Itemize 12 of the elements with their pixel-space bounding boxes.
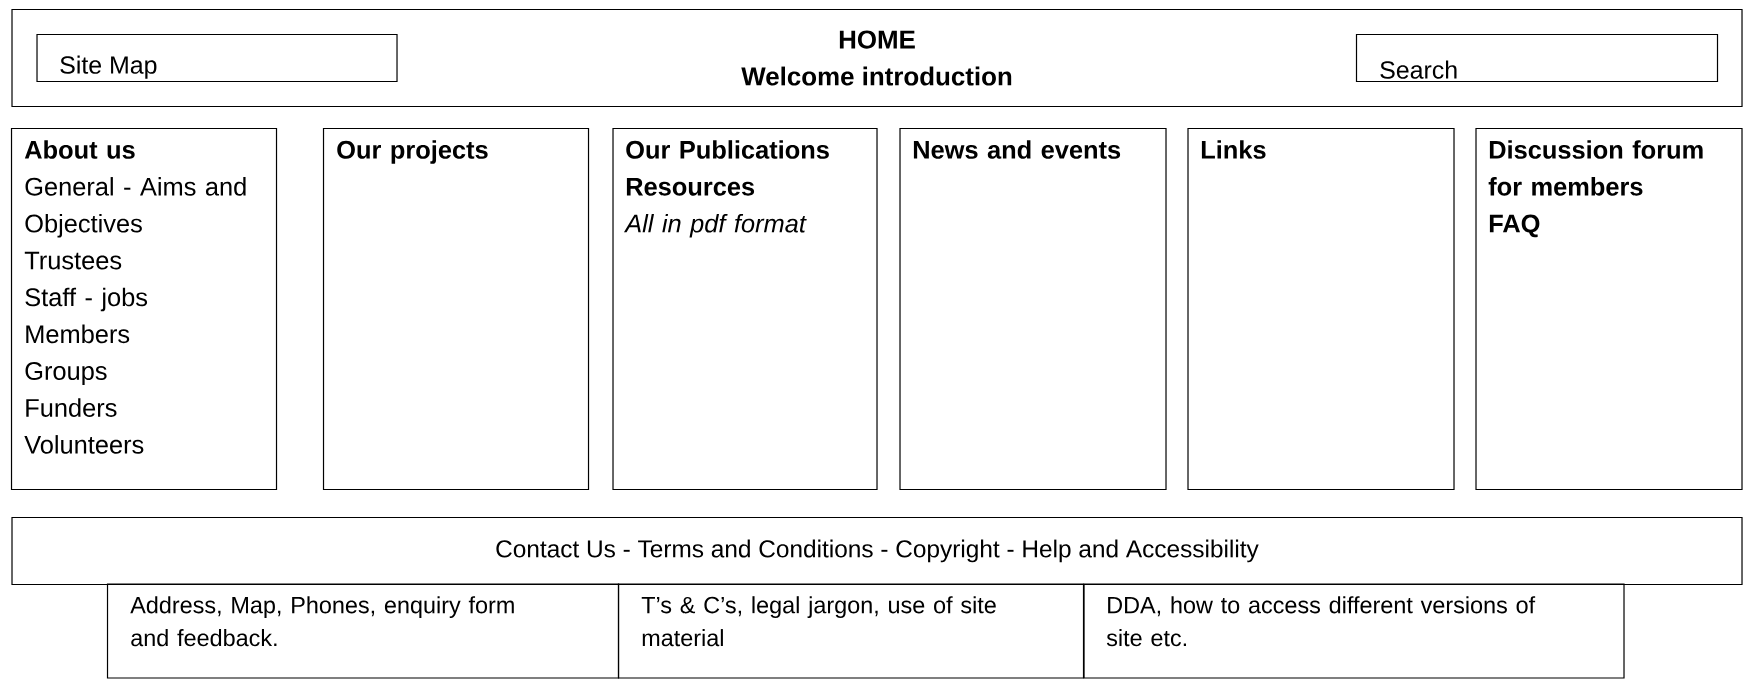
footer-cell: DDA, how to access different versions of site etc.	[1083, 583, 1625, 679]
footer-cell: T’s & C’s, legal jargon, use of site material	[617, 583, 1085, 679]
footer-bar: Contact Us - Terms and Conditions - Copyright - Help and Accessibility	[11, 516, 1743, 586]
menu-column: News and events	[899, 127, 1167, 491]
menu-column: Our projects	[322, 127, 590, 491]
menu-column: About us General - Aims and Objectives Trustees Staff - jobs Members Groups Funders Volunteers	[10, 127, 278, 491]
menu-column: Links	[1187, 127, 1455, 491]
menu-column: Discussion forum for members FAQ	[1475, 127, 1743, 491]
menu-column: Our Publications Resources All in pdf format	[612, 127, 878, 491]
input-field: Search	[1355, 33, 1719, 83]
footer-cell: Address, Map, Phones, enquiry form and feedback.	[106, 583, 620, 679]
input-field: Site Map	[36, 33, 398, 83]
